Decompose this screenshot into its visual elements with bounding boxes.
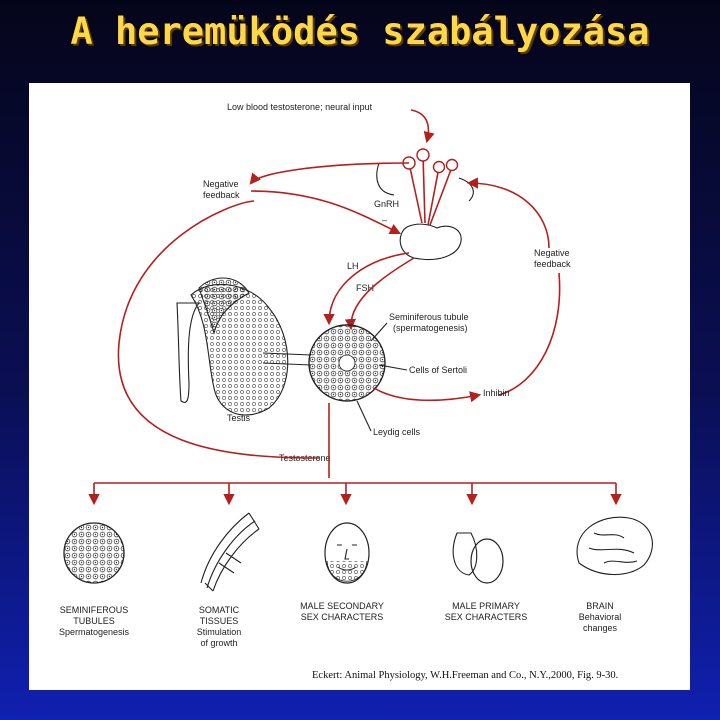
target-1-line-2: TUBULES: [73, 616, 115, 626]
zoom-connector: [262, 352, 312, 366]
label-top-input: Low blood testosterone; neural input: [227, 102, 373, 112]
target-2-sub-2: of growth: [200, 638, 237, 648]
label-sertoli: Cells of Sertoli: [409, 365, 467, 375]
label-neg-feedback-right-2: feedback: [534, 259, 571, 269]
label-lh: LH: [347, 261, 359, 271]
label-fsh: FSH: [356, 283, 374, 293]
label-seminiferous-1: Seminiferous tubule: [389, 312, 469, 322]
target-1-sub-1: Spermatogenesis: [59, 627, 130, 637]
target-5-line-1: BRAIN: [586, 601, 614, 611]
target-5-sub-1: Behavioral: [579, 612, 622, 622]
target-4-line-2: SEX CHARACTERS: [445, 612, 528, 622]
label-testis: Testis: [227, 413, 251, 423]
label-neg-feedback-left-1: Negative: [203, 179, 239, 189]
arrow-neg-feedback-left: [250, 190, 402, 235]
target-3-line-2: SEX CHARACTERS: [301, 612, 384, 622]
somatic-tissues-drawing: [200, 512, 260, 592]
brain-drawing: [576, 516, 653, 576]
target-2-line-1: SOMATIC: [199, 605, 240, 615]
pointer-sertoli: [378, 364, 408, 371]
arrow-inhibin: [373, 387, 482, 403]
target-4-line-1: MALE PRIMARY: [452, 601, 520, 611]
target-3-line-1: MALE SECONDARY: [300, 601, 384, 611]
label-seminiferous-2: (spermatogenesis): [393, 323, 468, 333]
arrow-neg-feedback-right: [466, 177, 550, 249]
diagram-figure: Low blood testosterone; neural input GnR…: [29, 83, 690, 690]
target-5-sub-2: changes: [583, 623, 618, 633]
arrow-input-to-hypothalamus: [410, 109, 435, 144]
diagram-svg: Low blood testosterone; neural input GnR…: [59, 102, 653, 648]
label-inhibin: Inhibin: [483, 388, 510, 398]
citation-text: Eckert: Animal Physiology, W.H.Freeman a…: [312, 670, 619, 681]
label-neg-feedback-left-2: feedback: [203, 190, 240, 200]
arrow-neg-feedback-left-upper: [249, 162, 410, 185]
minus-gnrh: –: [382, 215, 387, 225]
seminiferous-tubules-drawing: [63, 522, 125, 584]
pointer-seminiferous: [370, 322, 388, 342]
hypothalamus-neurons: [376, 148, 474, 226]
testis-drawing: [176, 277, 289, 416]
pituitary-gland: [399, 223, 462, 260]
label-leydig: Leydig cells: [373, 427, 421, 437]
label-gnrh: GnRH: [374, 199, 399, 209]
pointer-leydig: [356, 400, 372, 432]
target-1-line-1: SEMINIFEROUS: [60, 605, 129, 615]
male-primary-drawing: [452, 532, 504, 584]
slide-title: A heremüködés szabályozása: [70, 10, 650, 53]
target-2-line-2: TISSUES: [200, 616, 239, 626]
arrow-fsh: [344, 257, 415, 331]
label-neg-feedback-right-1: Negative: [534, 248, 570, 258]
target-2-sub-1: Stimulation: [197, 627, 242, 637]
arrow-lh: [323, 252, 410, 326]
male-face-drawing: [324, 522, 370, 584]
tubule-lumen: [338, 354, 356, 372]
arrow-testosterone-feedback: [117, 200, 320, 459]
arrow-inhibin-up: [498, 272, 561, 396]
